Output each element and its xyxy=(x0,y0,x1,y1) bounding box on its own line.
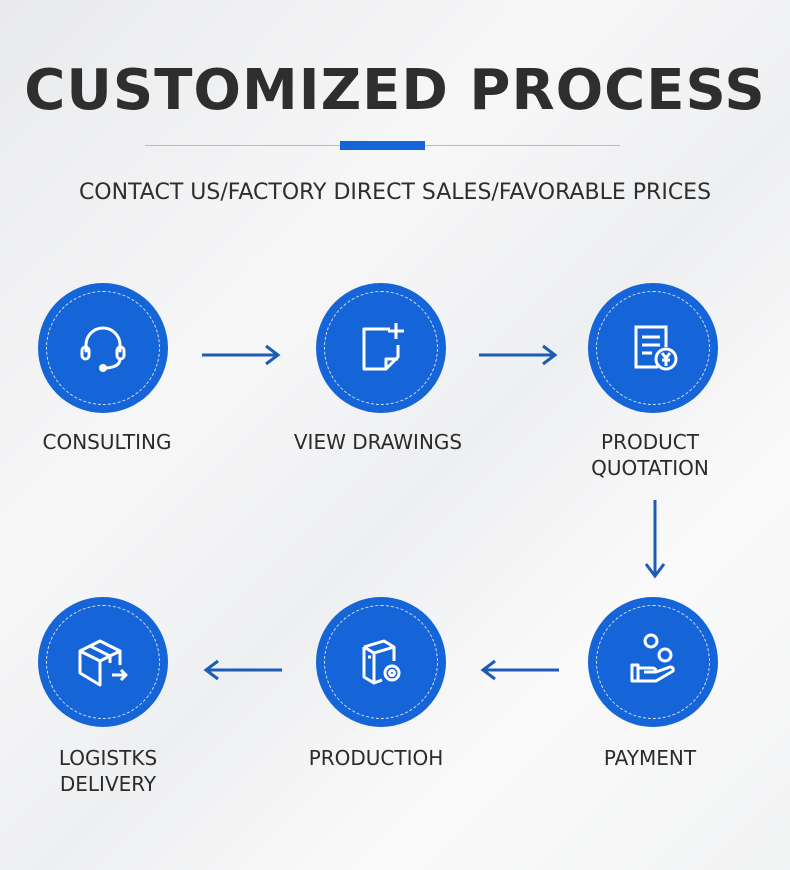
step-product-quotation xyxy=(588,283,718,413)
box-delivery-icon xyxy=(78,639,128,687)
step-consulting xyxy=(38,283,168,413)
step-view-drawings xyxy=(316,283,446,413)
arrow-right-icon xyxy=(202,344,281,366)
quotation-yen-icon xyxy=(634,325,678,371)
step-label: PRODUCTIOH xyxy=(308,746,444,770)
step-payment xyxy=(588,597,718,727)
step-logistics-delivery xyxy=(38,597,168,727)
page-title: CUSTOMIZED PROCESS xyxy=(24,58,766,123)
step-label: PAYMENT xyxy=(603,746,697,770)
box-gear-icon xyxy=(362,639,401,685)
step-label: VIEW DRAWINGS xyxy=(293,430,463,454)
headset-icon xyxy=(80,326,126,372)
document-add-icon xyxy=(362,323,404,371)
hand-coins-icon xyxy=(630,633,675,683)
subtitle: CONTACT US/FACTORY DIRECT SALES/FAVORABL… xyxy=(78,180,712,205)
step-production xyxy=(316,597,446,727)
arrow-left-icon xyxy=(480,659,559,681)
arrow-right-icon xyxy=(479,344,558,366)
arrow-down-icon xyxy=(644,500,666,579)
step-label: CONSULTING xyxy=(42,430,172,454)
divider-accent xyxy=(340,141,425,150)
arrow-left-icon xyxy=(203,659,282,681)
